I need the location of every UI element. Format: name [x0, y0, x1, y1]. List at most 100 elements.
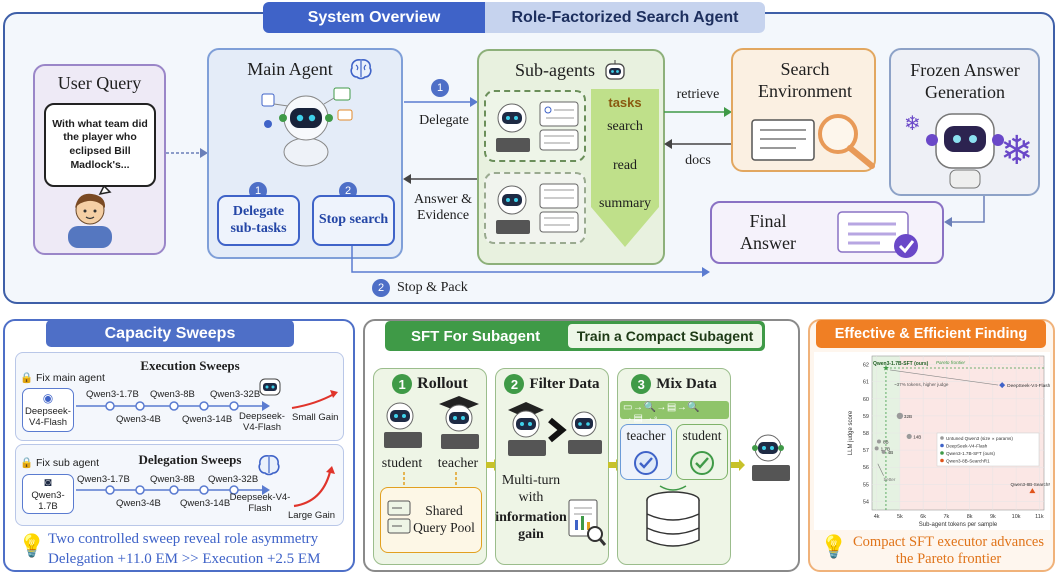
- deleg-bottom-1: Qwen3-4B: [116, 498, 161, 509]
- exec-bottom-1: Qwen3-4B: [116, 414, 161, 425]
- mix-title-text: Mix Data: [656, 375, 717, 392]
- point-untuned: [874, 446, 879, 451]
- large-gain-label: Large Gain: [288, 510, 336, 521]
- x-tick-label: 6k: [920, 514, 926, 520]
- y-tick-label: 54: [863, 499, 869, 505]
- brain-icon-small: ◉: [42, 391, 54, 406]
- exec-bottom-3: Deepseek-V4-Flash: [239, 411, 285, 433]
- frozen-robot-icon: ❄ ❄: [904, 113, 1034, 189]
- filter-text-2: information gain: [495, 509, 567, 543]
- shared-query-pool-label: Shared Query Pool: [413, 503, 475, 535]
- x-tick-label: 4k: [874, 514, 880, 520]
- tab-system-overview[interactable]: System Overview: [263, 2, 485, 33]
- mix-num: 3: [631, 374, 652, 394]
- x-tick-label: 10k: [1012, 514, 1021, 520]
- fix-sub-agent: 🔒 Fix sub agent: [20, 457, 100, 469]
- filter-robots-icon: [508, 402, 602, 456]
- point-untuned-label: 4B: [888, 450, 894, 455]
- fix-main-agent-label: Fix main agent: [36, 372, 105, 384]
- final-answer-title: Final Answer: [740, 210, 796, 254]
- point-untuned: [896, 412, 904, 420]
- pareto-label: Pareto frontier: [936, 360, 966, 365]
- effective-insight: Compact SFT executor advances the Pareto…: [853, 533, 1044, 567]
- y-tick-label: 58: [863, 431, 869, 437]
- point-untuned-label: 32B: [904, 414, 912, 419]
- delegate-arrow: [404, 97, 478, 107]
- student-check-icon: [690, 451, 714, 475]
- stop-search-button[interactable]: Stop search: [312, 195, 395, 246]
- sft-subtitle: Train a Compact Subagent: [568, 324, 762, 348]
- main-agent-title: Main Agent: [247, 58, 333, 79]
- retrieve-label: retrieve: [676, 87, 720, 102]
- point-untuned-label: 8B: [883, 440, 889, 445]
- rollout-teacher-label: teacher: [437, 456, 479, 471]
- delegate-subtasks-button[interactable]: Delegate sub-tasks: [217, 195, 300, 246]
- task-search: search: [607, 119, 643, 134]
- frozen-to-final-arrow: [944, 196, 985, 227]
- x-tick-label: 11k: [1035, 514, 1044, 520]
- legend-marker: [940, 436, 944, 440]
- rollout-dashes: [403, 472, 457, 488]
- large-gain-curve: [293, 466, 335, 508]
- y-tick-label: 57: [863, 448, 869, 454]
- small-gain-curve: [291, 390, 338, 409]
- filter-text-1: Multi-turn with: [501, 472, 561, 506]
- point-untuned-label: 1.7B: [881, 446, 890, 451]
- effective-title: Effective & Efficient Finding: [816, 320, 1046, 348]
- subagents-title: Sub-agents: [515, 59, 595, 80]
- better-arrow: [877, 463, 884, 476]
- mix-student-label: student: [682, 428, 722, 443]
- subagent-card-1-icon: [496, 101, 579, 152]
- trained-student-robot-icon: [752, 434, 790, 481]
- capacity-title: Capacity Sweeps: [46, 320, 294, 347]
- task-summary: summary: [598, 196, 652, 211]
- legend-entry: Qwen3-8B-SearchR1: [946, 458, 990, 463]
- task-read: read: [612, 158, 638, 173]
- tasks-banner: [591, 89, 659, 247]
- rollout-student-label: student: [381, 456, 423, 471]
- filter-title-text: Filter Data: [529, 375, 600, 392]
- legend-marker: [940, 451, 944, 455]
- x-tick-label: 7k: [943, 514, 949, 520]
- student-robot-icon: [384, 402, 422, 448]
- rollout-num: 1: [392, 374, 413, 394]
- point-untuned: [906, 433, 912, 440]
- legend-entry: Qwen3-1.7B-SFT (ours): [946, 451, 995, 456]
- point-untuned: [881, 449, 886, 454]
- stop-pack-num: 2: [372, 279, 390, 297]
- y-tick-label: 61: [863, 380, 869, 386]
- answer-arrow: [403, 174, 477, 184]
- point-searchr1-label: Qwen3-8B-SearchR1: [1011, 482, 1050, 487]
- delegate-label: Delegate: [419, 113, 469, 128]
- execution-sweeps-title: Execution Sweeps: [140, 358, 240, 373]
- exec-top-2: Qwen3-8B: [150, 389, 195, 400]
- tab-role-factorized[interactable]: Role-Factorized Search Agent: [485, 2, 765, 33]
- exec-chain: [76, 401, 270, 411]
- fix-main-agent: 🔒 Fix main agent: [20, 372, 105, 384]
- x-tick-label: 5k: [897, 514, 903, 520]
- subagent-robot-icon: [605, 60, 625, 80]
- svg-text:❄: ❄: [904, 113, 921, 135]
- stop-pack-arrow: [351, 246, 710, 277]
- legend-marker: [940, 443, 944, 448]
- main-robot-icon: [261, 87, 353, 167]
- teacher-check-icon: [634, 451, 658, 475]
- deleg-chain: [76, 485, 270, 495]
- user-query-title: User Query: [57, 72, 142, 93]
- delegation-sweeps-title: Delegation Sweeps: [138, 452, 242, 467]
- stop-search-label: Stop search: [318, 212, 389, 228]
- mix-teacher-label: teacher: [626, 428, 666, 443]
- exec-fixed-agent: ◉ Deepseek-V4-Flash: [22, 388, 74, 432]
- frozen-answer-title: Frozen Answer Generation: [910, 59, 1020, 103]
- y-tick-label: 59: [863, 414, 869, 420]
- tasks-header: tasks: [608, 94, 642, 110]
- point-deepseek-label: DeepSeek-V4-Flash: [1007, 383, 1050, 389]
- deleg-brain-icon: [258, 455, 280, 476]
- docs-label: docs: [685, 153, 711, 168]
- better-label: better: [884, 477, 896, 482]
- exec-bottom-2: Qwen3-14B: [182, 414, 233, 425]
- y-tick-label: 62: [863, 363, 869, 369]
- annotation-text: ~37% tokens, higher judge: [894, 382, 949, 387]
